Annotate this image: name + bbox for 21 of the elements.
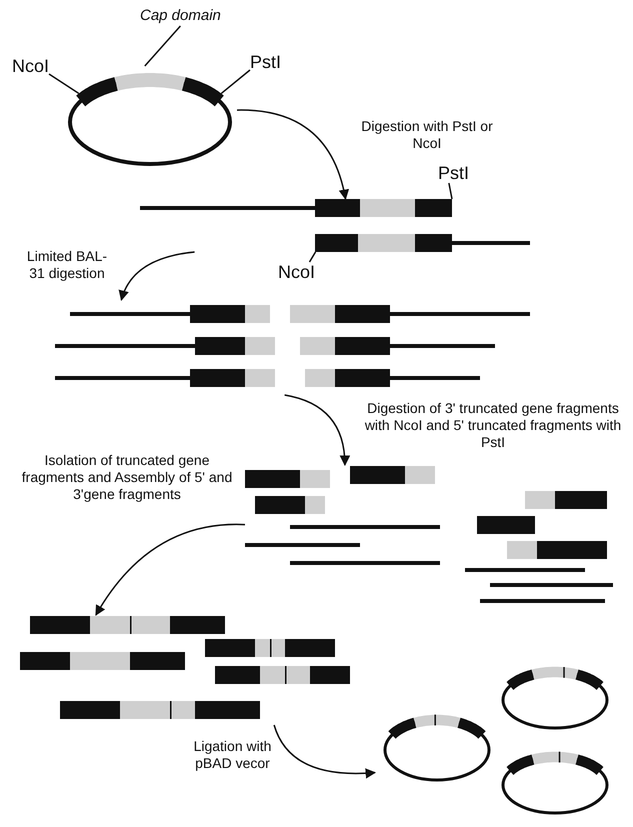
leader-line [448, 182, 453, 200]
site-label: NcoI [278, 262, 316, 282]
arrow [273, 724, 376, 778]
site-label: PstI [250, 52, 282, 72]
leader-line [144, 26, 181, 66]
edge-label: Digestion with PstI or NcoI [360, 118, 494, 152]
dna-fragments-drawing [140, 199, 530, 252]
domain-label: Cap domain [140, 6, 221, 26]
site-label: PstI [438, 163, 470, 183]
edge-label: Ligation with pBAD vecor [192, 738, 272, 772]
arrow [284, 394, 350, 466]
leader-line [308, 252, 316, 262]
arrow [236, 109, 349, 200]
edge-label: Digestion of 3' truncated gene fragments with NcoI and 5' truncated fragments with PstI [364, 400, 622, 451]
site-label: NcoI [12, 56, 50, 76]
edge-label: Limited BAL-31 digestion [26, 248, 108, 282]
leader-line [220, 69, 250, 94]
edge-label: Isolation of truncated gene fragments and Assembly of 5' and 3'gene fragments [20, 452, 234, 503]
arrow [95, 524, 245, 616]
leader-line [48, 73, 80, 94]
arrow [119, 251, 195, 301]
